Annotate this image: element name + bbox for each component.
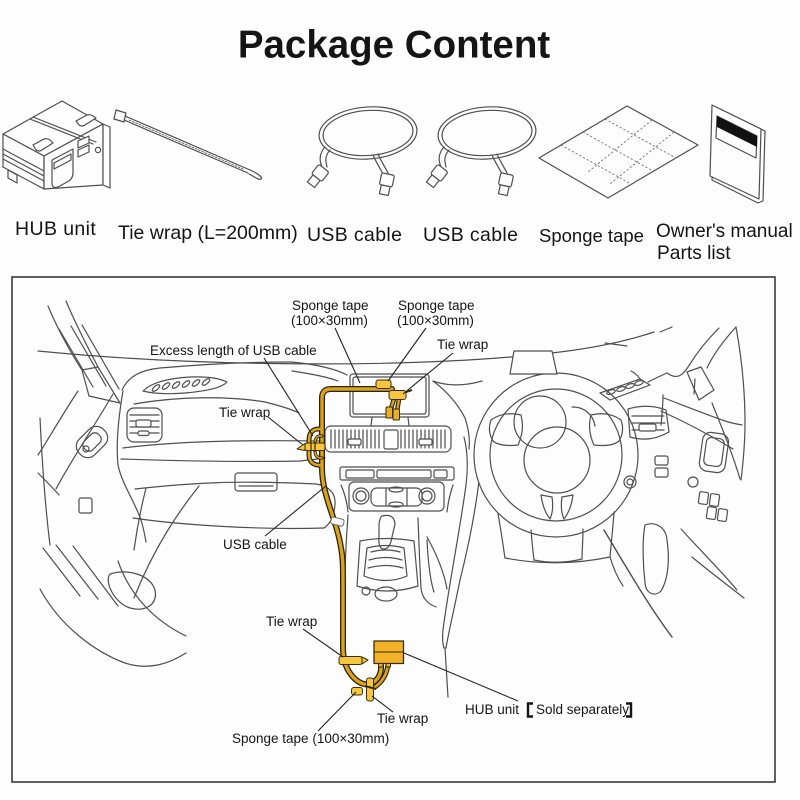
svg-text:Parts list: Parts list: [657, 243, 731, 264]
svg-text:Sponge tape: Sponge tape: [539, 225, 644, 246]
svg-text:Tie wrap: Tie wrap: [437, 337, 488, 352]
svg-text:Tie wrap: Tie wrap: [219, 405, 270, 420]
svg-text:USB cable: USB cable: [307, 224, 402, 246]
svg-text:Tie wrap: Tie wrap: [377, 711, 428, 726]
svg-text:HUB unit: HUB unit: [465, 702, 519, 717]
svg-text:Package Content: Package Content: [238, 24, 551, 67]
svg-text:Sponge tape (100×30mm): Sponge tape (100×30mm): [232, 731, 389, 746]
svg-text:(100×30mm): (100×30mm): [397, 313, 474, 328]
svg-text:Excess length of USB cable: Excess length of USB cable: [150, 343, 317, 358]
svg-text:Tie wrap (L=200mm): Tie wrap (L=200mm): [118, 222, 298, 244]
svg-text:Owner's manual: Owner's manual: [656, 221, 793, 242]
svg-text:HUB unit: HUB unit: [15, 218, 96, 240]
svg-text:Sponge tape: Sponge tape: [398, 298, 475, 313]
svg-text:USB cable: USB cable: [423, 224, 518, 246]
svg-text:Tie wrap: Tie wrap: [266, 614, 317, 629]
svg-text:Sponge tape: Sponge tape: [292, 298, 369, 313]
svg-text:Sold separately: Sold separately: [536, 702, 629, 717]
svg-text:(100×30mm): (100×30mm): [291, 313, 368, 328]
svg-text:USB cable: USB cable: [223, 537, 287, 552]
